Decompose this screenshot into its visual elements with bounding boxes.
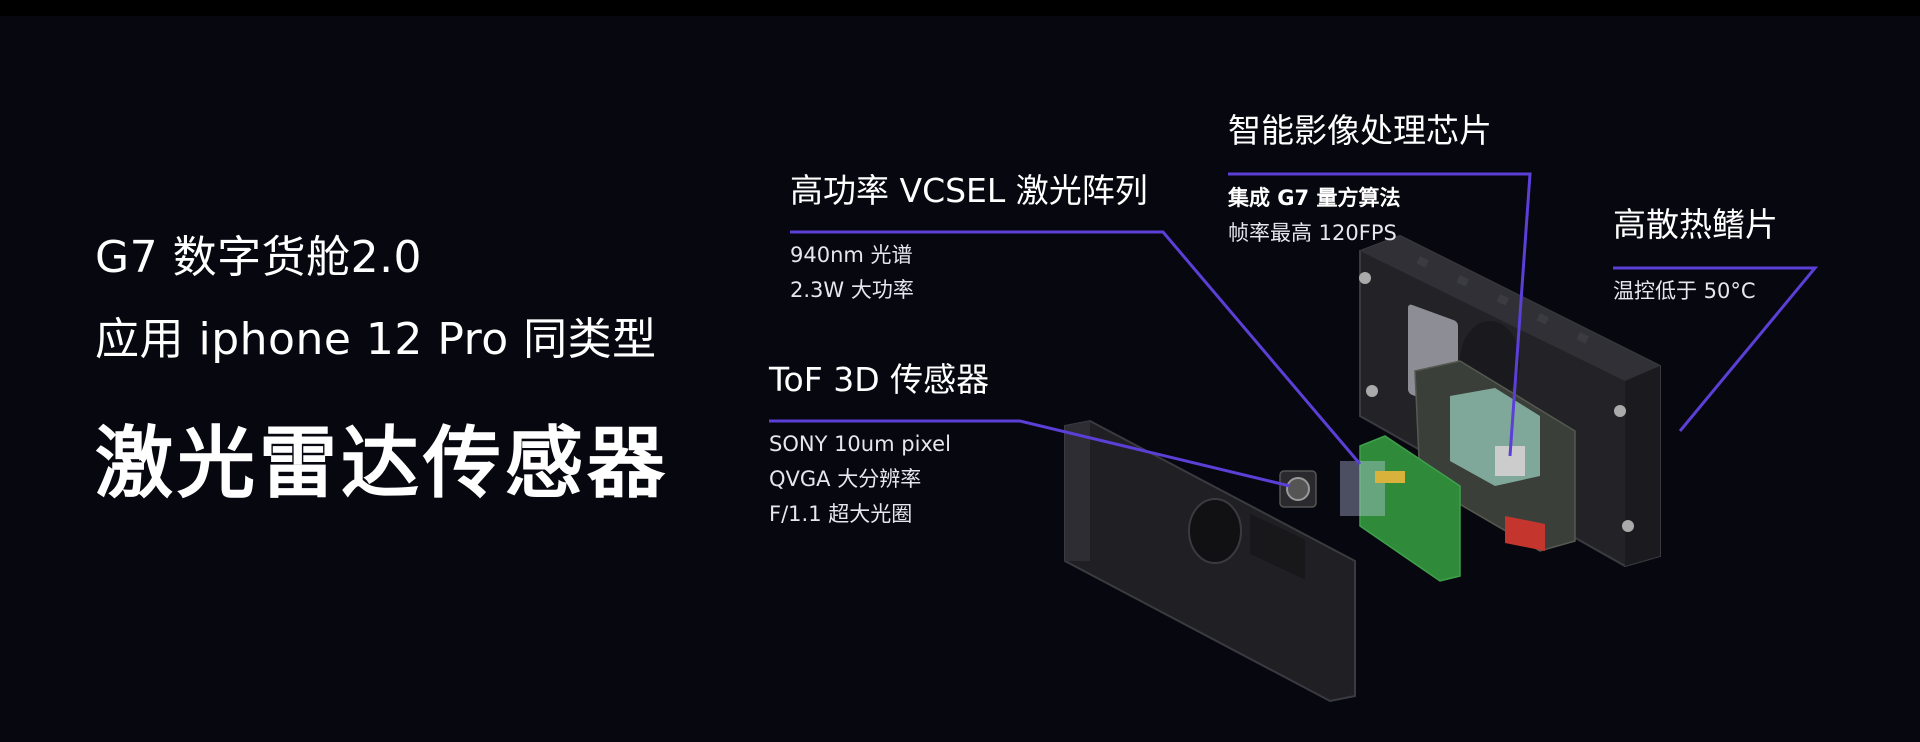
sensor-pcb <box>1340 435 1461 582</box>
front-cover <box>1064 419 1356 703</box>
tof-title: ToF 3D 传感器 <box>769 360 990 399</box>
tof-leader-line <box>769 419 1291 488</box>
headline-main-title: 激光雷达传感器 <box>95 419 670 509</box>
chip-title: 智能影像处理芯片 <box>1228 111 1492 150</box>
heatsink-title: 高散热鳍片 <box>1613 205 1778 244</box>
chip-spec-algorithm: 集成 G7 量方算法 <box>1228 186 1401 210</box>
tof-spec-resolution: QVGA 大分辨率 <box>769 467 922 491</box>
top-strip <box>0 0 1920 16</box>
headline-line-2: 应用 iphone 12 Pro 同类型 <box>95 314 657 365</box>
vcsel-spec-wavelength: 940nm 光谱 <box>790 243 913 267</box>
chip-leader-line <box>1228 172 1532 457</box>
vcsel-spec-power: 2.3W 大功率 <box>790 278 914 302</box>
tof-spec-pixel: SONY 10um pixel <box>769 432 951 456</box>
tof-lens-module <box>1279 470 1317 508</box>
leader-lines <box>769 172 1819 488</box>
headline-line-1: G7 数字货舱2.0 <box>95 232 423 283</box>
processing-board <box>1414 360 1576 552</box>
tof-spec-aperture: F/1.1 超大光圈 <box>769 502 913 526</box>
vcsel-title: 高功率 VCSEL 激光阵列 <box>790 171 1148 210</box>
heatsink-spec-temperature: 温控低于 50°C <box>1613 279 1756 303</box>
heatsink-leader-line <box>1613 266 1819 432</box>
vcsel-leader-line <box>790 230 1362 465</box>
chip-spec-framerate: 帧率最高 120FPS <box>1228 221 1397 245</box>
product-slide: G7 数字货舱2.0 应用 iphone 12 Pro 同类型 激光雷达传感器 <box>0 16 1920 742</box>
exploded-device-illustration <box>769 172 1819 703</box>
